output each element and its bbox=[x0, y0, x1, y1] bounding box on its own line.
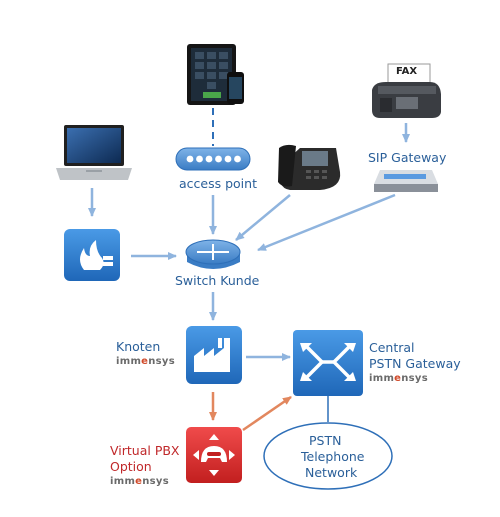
firewall-icon bbox=[64, 229, 120, 281]
pstn-network-ellipse bbox=[263, 422, 393, 490]
smartphone-icon bbox=[227, 72, 244, 104]
telephone-label: Telephone bbox=[301, 449, 365, 464]
switch-kunde-label: Switch Kunde bbox=[175, 273, 260, 288]
virtual-pbx-label: Virtual PBX bbox=[110, 443, 180, 458]
access-point-label: access point bbox=[179, 176, 257, 191]
vpbx-brand-logo: immensys bbox=[110, 476, 170, 487]
pstn-label: PSTN bbox=[309, 433, 342, 448]
sip-gateway-icon bbox=[374, 170, 438, 192]
fax-label: FAX bbox=[396, 66, 418, 77]
laptop-icon bbox=[56, 125, 132, 180]
central-pstn-gateway-icon bbox=[293, 330, 363, 396]
virtual-pbx-icon bbox=[186, 427, 242, 483]
central-brand-logo: immensys bbox=[369, 373, 429, 384]
pstn-gateway-label: PSTN Gateway bbox=[369, 356, 461, 371]
vpbx-to-central-arrow bbox=[242, 395, 292, 432]
access-point-icon bbox=[175, 147, 251, 171]
ip-phone-icon bbox=[278, 144, 341, 190]
connections bbox=[88, 108, 410, 432]
knoten-node-icon bbox=[186, 326, 242, 384]
phone-to-switch-arrow bbox=[235, 194, 291, 241]
central-label: Central bbox=[369, 340, 415, 355]
tablet-icon bbox=[187, 44, 236, 105]
network-label: Network bbox=[305, 465, 358, 480]
knoten-brand-logo: immensys bbox=[116, 356, 176, 367]
option-label: Option bbox=[110, 459, 152, 474]
switch-icon bbox=[185, 239, 241, 269]
fax-machine-icon bbox=[372, 63, 441, 118]
knoten-label: Knoten bbox=[116, 339, 161, 354]
sip-gateway-label: SIP Gateway bbox=[368, 150, 447, 165]
gateway-to-switch-arrow bbox=[257, 193, 396, 252]
